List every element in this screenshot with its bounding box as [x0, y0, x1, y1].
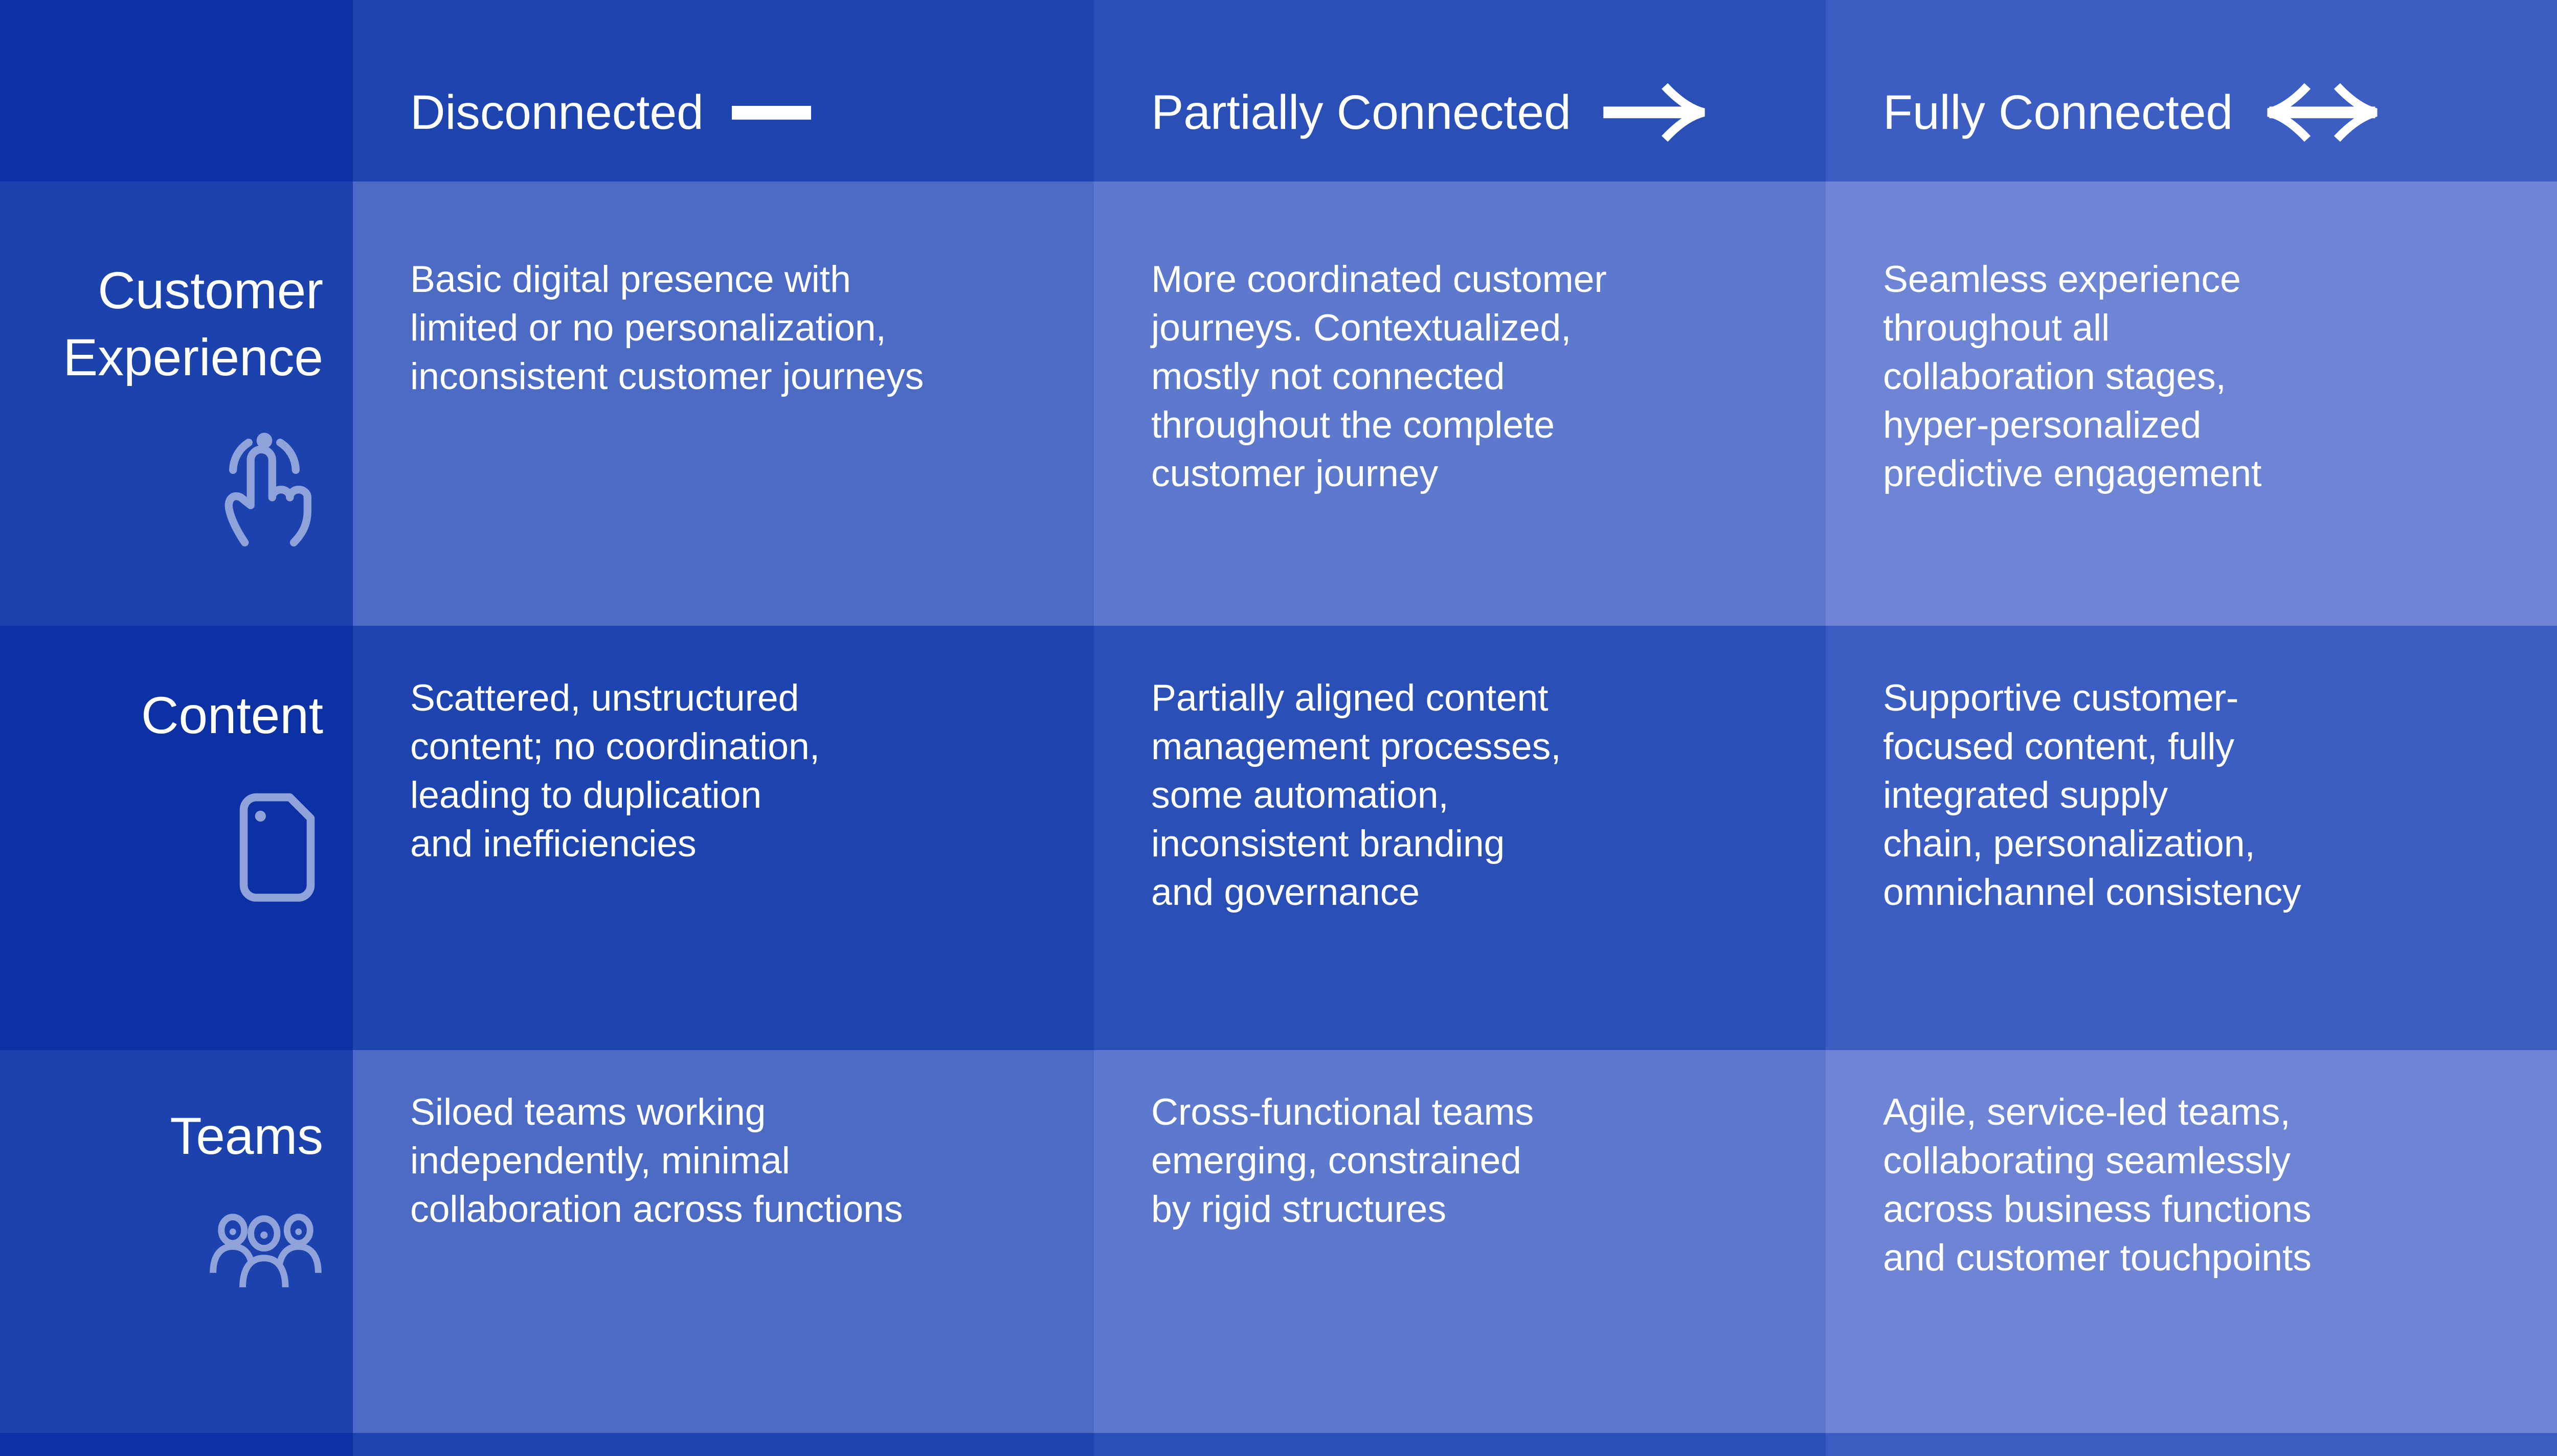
header-corner [0, 0, 353, 182]
double-arrow-icon [2267, 83, 2377, 142]
column-header-label: Disconnected [410, 85, 704, 140]
bottom-strip-fully-connected [1826, 1433, 2557, 1456]
cell-text: More coordinated customer journeys. Cont… [1151, 257, 1607, 494]
row-header-inner: Teams [0, 1050, 353, 1288]
tap-hand-icon [225, 433, 311, 547]
row-label: Content [141, 686, 323, 745]
row-header-content: Content [0, 626, 353, 1051]
arrow-right-icon [1603, 83, 1705, 142]
bottom-strip-disconnected [353, 1433, 1094, 1456]
bottom-strip-partially-connected [1094, 1433, 1826, 1456]
column-header-disconnected: Disconnected [353, 0, 1094, 182]
cell-text: Siloed teams working independently, mini… [410, 1090, 903, 1230]
cell-teams-partially-connected: Cross-functional teams emerging, constra… [1094, 1050, 1826, 1434]
bottom-strip-labels [0, 1433, 353, 1456]
cell-text: Cross-functional teams emerging, constra… [1151, 1090, 1534, 1230]
column-header-partially-connected: Partially Connected [1094, 0, 1826, 182]
cell-customer-experience-disconnected: Basic digital presence with limited or n… [353, 181, 1094, 626]
cell-content-partially-connected: Partially aligned content management pro… [1094, 626, 1826, 1051]
row-header-customer-experience: Customer Experience [0, 181, 353, 626]
row-header-inner: Customer Experience [0, 181, 353, 548]
document-icon [239, 793, 315, 902]
cell-text: Scattered, unstructured content; no coor… [410, 676, 820, 864]
cell-text: Partially aligned content management pro… [1151, 676, 1561, 913]
row-header-inner: Content [0, 626, 353, 910]
cell-teams-disconnected: Siloed teams working independently, mini… [353, 1050, 1094, 1434]
people-icon [210, 1213, 322, 1288]
column-header-label: Partially Connected [1151, 85, 1571, 140]
cell-teams-fully-connected: Agile, service-led teams, collaborating … [1826, 1050, 2557, 1434]
cell-content-fully-connected: Supportive customer- focused content, fu… [1826, 626, 2557, 1051]
cell-text: Supportive customer- focused content, fu… [1883, 676, 2301, 913]
cell-customer-experience-partially-connected: More coordinated customer journeys. Cont… [1094, 181, 1826, 626]
dash-icon [731, 105, 811, 120]
row-label: Teams [170, 1106, 323, 1165]
column-header-fully-connected: Fully Connected [1826, 0, 2557, 182]
cell-text: Seamless experience throughout all colla… [1883, 257, 2262, 494]
row-header-teams: Teams [0, 1050, 353, 1434]
cell-customer-experience-fully-connected: Seamless experience throughout all colla… [1826, 181, 2557, 626]
cell-text: Agile, service-led teams, collaborating … [1883, 1090, 2312, 1279]
cell-content-disconnected: Scattered, unstructured content; no coor… [353, 626, 1094, 1051]
row-label: Customer Experience [63, 261, 323, 386]
cell-text: Basic digital presence with limited or n… [410, 257, 924, 397]
column-header-label: Fully Connected [1883, 85, 2233, 140]
